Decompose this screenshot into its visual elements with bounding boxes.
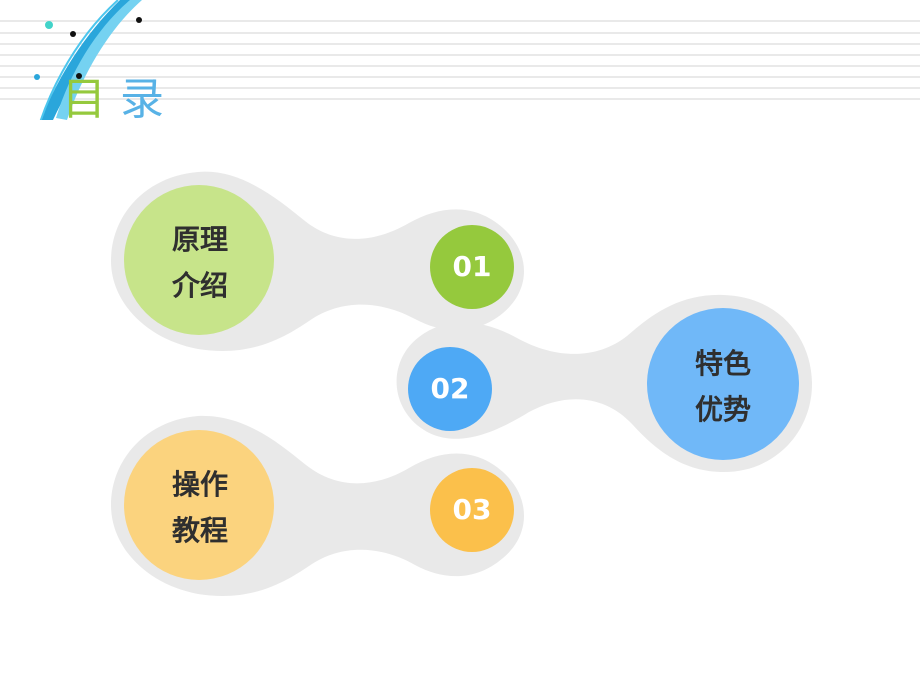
header-decoration — [0, 0, 920, 120]
topic-label-02: 特色 优势 — [694, 347, 751, 426]
dot-blue — [34, 74, 40, 80]
item-03-group — [124, 430, 514, 580]
item-02-group — [408, 308, 799, 460]
item-01-group — [124, 185, 514, 335]
topic-label-01: 原理 介绍 — [171, 223, 228, 302]
dot-black-1 — [70, 31, 76, 37]
topic-label-03: 操作 教程 — [171, 468, 228, 547]
dot-black-2 — [136, 17, 142, 23]
swoosh-shape-light — [56, 0, 142, 120]
page-title: 目 录 — [62, 78, 164, 122]
number-circle-01 — [430, 225, 514, 309]
topic-number-02: 02 — [430, 372, 470, 405]
topic-number-01: 01 — [452, 250, 492, 283]
topic-circle-01 — [124, 185, 274, 335]
number-circle-03 — [430, 468, 514, 552]
dot-teal — [45, 21, 53, 29]
swoosh-shape-line — [39, 0, 119, 120]
topic-circle-03 — [124, 430, 274, 580]
topic-circle-02 — [647, 308, 799, 460]
topic-number-03: 03 — [452, 493, 492, 526]
page-title-char-2: 录 — [120, 74, 164, 125]
page-title-char-1: 目 — [62, 74, 106, 125]
dot-black-3 — [76, 73, 82, 79]
swoosh-shape-blue — [40, 0, 140, 120]
header-lines-group — [0, 20, 920, 100]
number-circle-02 — [408, 347, 492, 431]
